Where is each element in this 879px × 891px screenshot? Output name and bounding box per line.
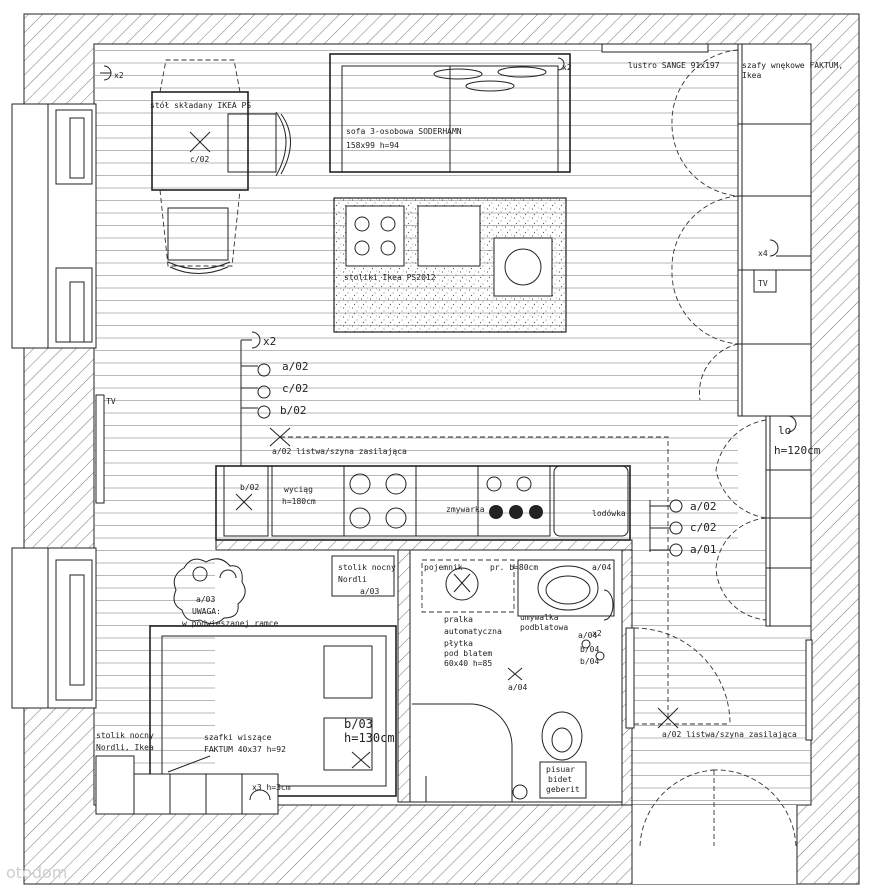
lamp-label: lustro SANGE 91x197 [628,61,720,70]
dining-table: stół składany IKEA PS c/02 [150,59,291,274]
table-code: c/02 [190,155,209,164]
cabinets-label-1: szafki wiszące [204,733,272,742]
warning-note: w podwieszanej ramce [182,619,279,628]
svg-text:Nordli, Ikea: Nordli, Ikea [96,743,154,752]
svg-text:podblatowa: podblatowa [520,623,568,632]
svg-text:a/04: a/04 [578,631,597,640]
nightstand-top: stolik nocny Nordli a/03 [331,555,396,597]
wardrobes: szafy wnękowe FAKTUM, Ikea [737,43,843,627]
svg-text:x2: x2 [263,335,276,348]
svg-text:b/03: b/03 [344,717,373,731]
socket-c02: c/02 [282,382,309,395]
tv-left-label: TV [106,397,116,406]
svg-text:pralka: pralka [444,615,473,624]
bathroom: pojemnik pr. b=80cm umywalka podblatowa … [409,549,623,803]
svg-text:x2: x2 [114,71,124,80]
table-label: stół składany IKEA PS [150,100,251,110]
svg-text:a/04: a/04 [508,683,527,692]
svg-text:stolik nocny: stolik nocny [338,563,396,572]
sockets-right: a/02 c/02 a/01 [649,499,717,557]
svg-text:pod blatem: pod blatem [444,649,492,658]
bed: b/03 h=130cm szafki wiszące FAKTUM 40x37… [149,625,397,797]
socket-group: x2 a/02 c/02 b/02 a/02 listwa/szyna zasi… [240,331,669,718]
tv-right-label: TV [758,279,768,288]
svg-text:b/04: b/04 [580,657,599,666]
wardrobe-label-1: szafy wnękowe FAKTUM, [742,61,843,70]
nightstand-bottom: stolik nocny Nordli, Ikea x3 h=3cm [95,731,291,815]
ceiling-light-right: lo h=120cm [774,415,821,457]
sofa-label-1: sofa 3-osobowa SODERHAMN [346,127,462,136]
plant-area: a/03 UWAGA: w podwieszanej ramce [173,558,279,628]
socket-b02: b/02 [280,404,307,417]
sofa: sofa 3-osobowa SODERHAMN 158x99 h=94 x2 [329,53,572,173]
window-left-top [11,103,97,349]
kitchen-b02: b/02 [240,483,259,492]
svg-text:x2: x2 [592,629,602,638]
dishwasher-label: zmywarka [446,505,485,514]
svg-text:a/03: a/03 [360,587,379,596]
tv-left-wall: TV [95,394,116,504]
sofa-label-2: 158x99 h=94 [346,141,399,150]
wardrobe-door-arcs [671,49,767,621]
svg-text:Nordli: Nordli [338,575,367,584]
svg-text:stolik nocny: stolik nocny [96,731,154,740]
svg-text:b/04: b/04 [580,645,599,654]
hood-label-1: wyciąg [284,485,313,494]
bed-height: h=130cm [344,731,395,745]
coffee-tables-label: stoliki Ikea PS2012 [344,273,436,282]
light-height: h=120cm [774,444,821,457]
watermark: otodom [6,863,67,882]
svg-text:bidet: bidet [548,775,572,784]
svg-text:umywalka: umywalka [520,613,559,622]
socket-a02: a/02 [282,360,309,373]
fridge-label: lodówka [592,508,626,518]
tv-right: x4 TV [753,239,811,293]
kitchen-counter: b/02 wyciąg h=180cm zmywarka lodówka [215,465,631,541]
svg-text:automatyczna: automatyczna [444,627,502,636]
svg-text:x4: x4 [758,249,768,258]
wardrobe-label-2: Ikea [742,71,761,80]
svg-text:pr. b=80cm: pr. b=80cm [490,563,538,572]
hood-label-2: h=180cm [282,497,316,506]
svg-text:a/02: a/02 [690,500,717,513]
svg-text:a/03: a/03 [196,595,215,604]
coffee-tables: stoliki Ikea PS2012 [333,197,567,333]
svg-text:a/04: a/04 [592,563,611,572]
svg-text:lo: lo [778,424,791,437]
mirror-top: lustro SANGE 91x197 [601,43,720,70]
svg-text:60x40 h=85: 60x40 h=85 [444,659,492,668]
cabinets-label-2: FAKTUM 40x37 h=92 [204,745,286,754]
rail-lower-label: a/02 listwa/szyna zasilająca [662,730,797,739]
light-point-top-left: x2 [100,65,124,81]
window-left-bottom [11,547,97,709]
svg-text:płytka: płytka [444,639,473,648]
x3-label: x3 h=3cm [252,783,291,792]
svg-text:geberit: geberit [546,785,580,794]
svg-text:x2: x2 [562,63,572,72]
svg-text:a/01: a/01 [690,543,717,556]
svg-text:pisuar: pisuar [546,765,575,774]
svg-text:c/02: c/02 [690,521,717,534]
svg-text:pojemnik: pojemnik [424,563,463,572]
doors: a/02 listwa/szyna zasilająca [625,627,813,847]
warning-label: UWAGA: [192,607,221,616]
rail-upper-label: a/02 listwa/szyna zasilająca [272,447,407,456]
